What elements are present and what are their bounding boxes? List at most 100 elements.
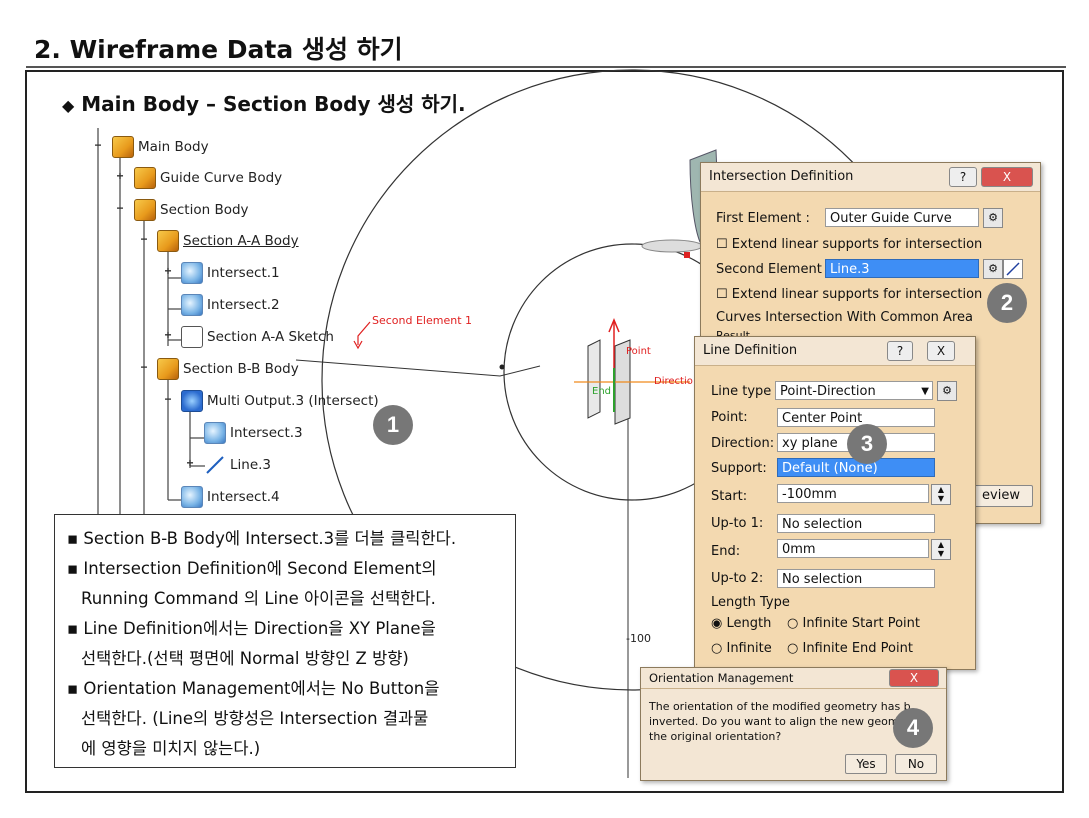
line-icon [204,454,226,476]
body-icon [157,230,179,252]
expand-icon[interactable]: + [164,328,172,342]
point-field[interactable]: Center Point [777,408,935,427]
no-button[interactable]: No [895,754,937,774]
message-line: The orientation of the modified geometry… [649,700,911,713]
line-type-label: Line type : [711,384,780,399]
tree-item-line-3[interactable]: Line.3 [204,454,271,476]
upto1-label: Up-to 1: [711,516,764,531]
tree-item-multi-output-3[interactable]: Multi Output.3 (Intersect) [181,390,379,412]
second-element-field[interactable]: Line.3 [825,259,979,278]
length-type-label: Length Type [711,595,790,610]
step-badge-3: 3 [847,424,887,464]
svg-text:Point: Point [626,346,651,357]
start-field[interactable]: -100mm [777,484,929,503]
note-line: Running Command 의 Line 아이콘을 선택한다. [81,589,436,608]
start-stepper[interactable]: ▲▼ [931,484,951,505]
message-line: the original orientation? [649,730,782,743]
instruction-notes: ▪ Section B-B Body에 Intersect.3를 더블 클릭한다… [54,514,516,768]
expand-icon[interactable]: + [186,456,194,470]
body-icon [157,358,179,380]
expand-icon[interactable]: + [116,169,124,183]
section-subtitle: ◆ Main Body – Section Body 생성 하기. [62,88,466,117]
diamond-bullet-icon: ◆ [62,96,75,115]
note-line: 선택한다.(선택 평면에 Normal 방향인 Z 방향) [81,649,409,668]
tree-item-intersect-2[interactable]: Intersect.2 [181,294,280,316]
radio-infinite[interactable]: ○ Infinite [711,641,772,656]
page-title: 2. Wireframe Data 생성 하기 [34,35,403,64]
yes-button[interactable]: Yes [845,754,887,774]
note-line: ▪ Section B-B Body에 Intersect.3를 더블 클릭한다… [67,529,457,548]
title-divider [26,66,1066,68]
chevron-down-icon: ▼ [921,386,929,397]
tree-item-section-body[interactable]: Section Body [134,199,249,221]
select-icon[interactable]: ⚙ [983,208,1003,228]
body-icon [112,136,134,158]
intersect-icon [204,422,226,444]
first-element-label: First Element : [716,211,810,226]
step-badge-4: 4 [893,708,933,748]
preview-button[interactable]: eview [969,485,1033,507]
axis-tick-label: -100 [626,632,651,645]
collapse-icon[interactable]: − [164,392,172,406]
radio-infinite-start[interactable]: ○ Infinite Start Point [787,616,920,631]
end-stepper[interactable]: ▲▼ [931,539,951,560]
line-definition-dialog: Line Definition ? X Line type : Point-Di… [694,336,976,670]
line-type-select[interactable]: Point-Direction ▼ [775,381,933,400]
collapse-icon[interactable]: − [140,360,148,374]
close-button[interactable]: X [889,669,939,687]
second-element-annotation [353,321,371,350]
collapse-icon[interactable]: − [94,138,102,152]
expand-icon[interactable]: + [164,264,172,278]
upto1-field[interactable]: No selection [777,514,935,533]
subtitle-text: Main Body – Section Body 생성 하기. [81,92,466,116]
support-label: Support: [711,461,767,476]
body-icon [134,199,156,221]
options-icon[interactable]: ⚙ [937,381,957,401]
collapse-icon[interactable]: − [116,201,124,215]
note-line: ▪ Orientation Management에서는 No Button을 [67,679,440,698]
radio-length[interactable]: ◉ Length [711,616,772,631]
sketch-icon [181,326,203,348]
line-tool-icon[interactable] [1003,259,1023,279]
step-badge-1: 1 [373,405,413,445]
end-label: End: [711,544,741,559]
note-line: 선택한다. (Line의 방향성은 Intersection 결과물 [81,709,429,728]
svg-text:Directio: Directio [654,376,693,387]
line-construction-gizmo: Point Directio End [574,318,693,425]
support-field[interactable]: Default (None) [777,458,935,477]
close-button[interactable]: X [981,167,1033,187]
tree-item-intersect-3[interactable]: Intersect.3 [204,422,303,444]
tree-item-intersect-4[interactable]: Intersect.4 [181,486,280,508]
intersect-icon [181,486,203,508]
extend-checkbox-2[interactable]: ☐ Extend linear supports for intersectio… [716,287,983,302]
second-element-label: Second Element 1 [372,314,472,327]
multi-output-icon [181,390,203,412]
tree-item-section-aa-sketch[interactable]: Section A-A Sketch [181,326,334,348]
collapse-icon[interactable]: − [140,232,148,246]
body-icon [134,167,156,189]
extend-checkbox-1[interactable]: ☐ Extend linear supports for intersectio… [716,237,983,252]
tree-item-intersect-1[interactable]: Intersect.1 [181,262,280,284]
tree-item-guide-curve-body[interactable]: Guide Curve Body [134,167,282,189]
tree-item-section-aa-body[interactable]: Section A-A Body [157,230,299,252]
upto2-label: Up-to 2: [711,571,764,586]
close-button[interactable]: X [927,341,955,361]
svg-text:End: End [592,386,611,397]
intersect-icon [181,294,203,316]
step-badge-2: 2 [987,283,1027,323]
second-element-label: Second Element : [716,262,831,277]
help-button[interactable]: ? [887,341,913,361]
tree-item-main-body[interactable]: Main Body [112,136,209,158]
help-button[interactable]: ? [949,167,977,187]
content-frame [25,70,1064,793]
end-field[interactable]: 0mm [777,539,929,558]
dialog-title: Orientation Management [641,668,946,689]
direction-label: Direction: [711,436,775,451]
start-label: Start: [711,489,748,504]
select-icon[interactable]: ⚙ [983,259,1003,279]
tree-item-section-bb-body[interactable]: Section B-B Body [157,358,299,380]
note-line: 에 영향을 미치지 않는다.) [81,739,261,758]
first-element-field[interactable]: Outer Guide Curve [825,208,979,227]
upto2-field[interactable]: No selection [777,569,935,588]
radio-infinite-end[interactable]: ○ Infinite End Point [787,641,913,656]
